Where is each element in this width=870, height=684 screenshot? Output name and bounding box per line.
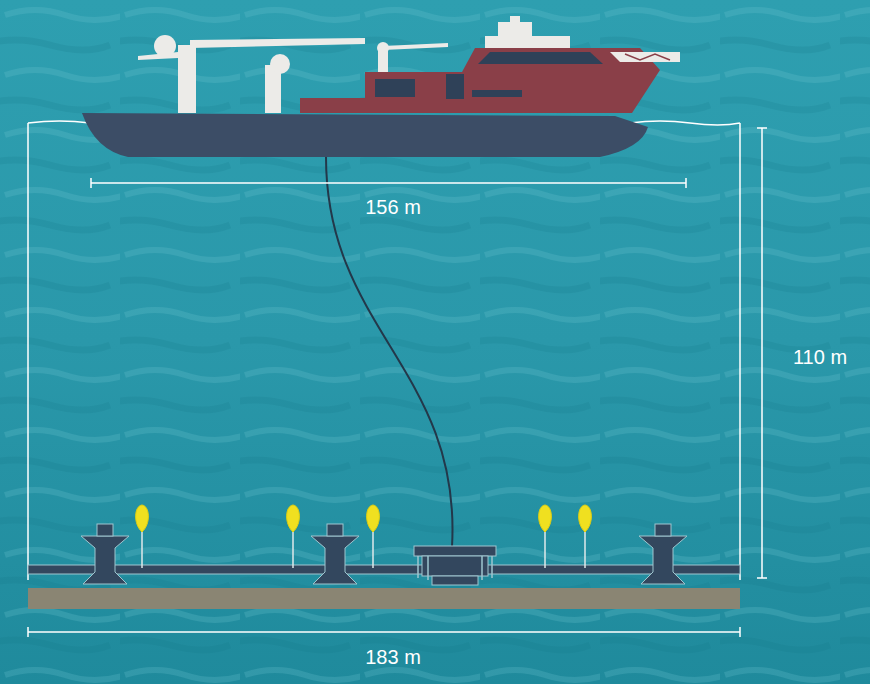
crane-cab — [377, 42, 389, 54]
helideck — [610, 52, 680, 62]
crane-cab — [154, 35, 176, 57]
seabed — [28, 588, 740, 609]
marker-buoy — [539, 505, 552, 532]
vehicle-track — [432, 576, 478, 585]
bridge-window — [478, 52, 603, 64]
marker-buoy — [136, 505, 149, 532]
umbilical-cable — [326, 157, 453, 547]
marker-buoys — [136, 505, 592, 568]
subsea-vehicle — [414, 546, 496, 585]
dimension-line — [757, 128, 767, 578]
crane-cab — [270, 54, 290, 74]
dimension-label: 156 m — [365, 196, 421, 218]
dimension-label: 110 m — [793, 346, 847, 368]
ship-hull — [82, 113, 648, 157]
subsea-structure — [311, 536, 359, 584]
structure-cap — [655, 524, 671, 536]
mast — [510, 16, 520, 22]
ship-superstructure — [300, 48, 660, 113]
structure-cap — [327, 524, 343, 536]
crane-boom — [383, 43, 448, 50]
frame-line — [28, 123, 740, 580]
dimension-line — [28, 627, 740, 637]
structure-cap — [97, 524, 113, 536]
helideck-truss — [625, 54, 670, 60]
mast — [498, 22, 532, 36]
crane-post — [178, 45, 196, 113]
pipeline — [28, 565, 740, 574]
dimension-line — [91, 178, 686, 188]
subsea-structure — [639, 536, 687, 584]
vehicle-body — [422, 556, 488, 576]
ship — [82, 16, 680, 157]
subsea-structure — [81, 536, 129, 584]
marker-buoy — [367, 505, 380, 532]
marker-buoy — [287, 505, 300, 532]
ship-window — [472, 90, 522, 97]
vehicle-legs — [418, 556, 492, 580]
subsea-structures — [81, 524, 687, 584]
ship-window — [375, 79, 415, 97]
ship-window — [446, 74, 464, 99]
marker-buoy — [579, 505, 592, 532]
bridge-top — [485, 36, 570, 48]
dimension-label: 183 m — [365, 646, 421, 668]
crane-boom — [190, 38, 365, 48]
vehicle-frame — [414, 546, 496, 556]
